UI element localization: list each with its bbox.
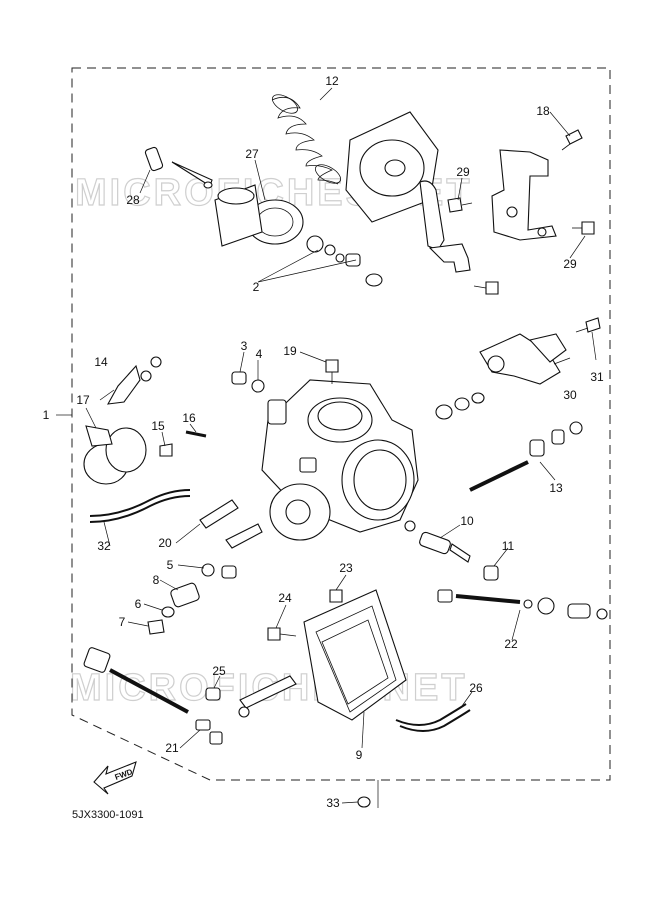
- spring-3: [231, 371, 247, 385]
- callout-9: 9: [356, 748, 363, 762]
- callout-31: 31: [590, 370, 604, 384]
- bolt-small: [473, 281, 499, 295]
- callout-21: 21: [165, 741, 179, 755]
- fitting-14: [106, 356, 162, 405]
- callout-20: 20: [158, 536, 172, 550]
- clip-bracket: [419, 180, 471, 273]
- diagram-code: 5JX3300-1091: [72, 809, 144, 821]
- assembly-boundary: [71, 67, 611, 781]
- callout-25: 25: [212, 664, 226, 678]
- idle-screw-22: [437, 589, 608, 620]
- callout-labels: 12 27 28 2 18 29 29 30 31 1 14 17 15 16 …: [43, 74, 604, 810]
- throttle-bracket: [491, 149, 557, 241]
- callout-32: 32: [97, 539, 111, 553]
- callout-16: 16: [182, 411, 196, 425]
- jet-needle: [171, 161, 213, 189]
- needle-holder: [144, 146, 164, 172]
- washers-left-of-13: [435, 392, 485, 420]
- carburetor-body: [261, 379, 419, 541]
- screw-19: [325, 359, 339, 384]
- screw-15: [159, 443, 173, 457]
- callout-3: 3: [241, 339, 248, 353]
- callout-5: 5: [167, 558, 174, 572]
- callout-24: 24: [278, 591, 292, 605]
- clamp-33: [357, 796, 371, 808]
- callout-29a: 29: [456, 165, 470, 179]
- hose-26: [395, 703, 471, 732]
- callout-18: 18: [536, 104, 550, 118]
- diaphragm-piston: [214, 184, 304, 247]
- carb-top-cover: [345, 111, 439, 223]
- starter-cap: [83, 425, 147, 485]
- screw-18: [561, 129, 583, 151]
- callout-12: 12: [325, 74, 339, 88]
- oring-4: [251, 379, 265, 393]
- callout-27: 27: [245, 147, 259, 161]
- screw-23: [329, 589, 343, 603]
- callout-22: 22: [504, 637, 518, 651]
- screw-31: [575, 317, 601, 333]
- callout-13: 13: [549, 481, 563, 495]
- screw-11: [483, 565, 499, 581]
- callout-11: 11: [502, 539, 515, 553]
- callout-7: 7: [119, 615, 126, 629]
- needle-13: [469, 421, 583, 492]
- lever-25: [205, 675, 297, 718]
- throttle-position-sensor: [479, 333, 567, 385]
- callout-4: 4: [256, 347, 263, 361]
- callout-29b: 29: [563, 257, 577, 271]
- jet-parts-left: [147, 523, 263, 635]
- callout-30: 30: [563, 388, 577, 402]
- float-chamber: [303, 589, 407, 721]
- screw-29a: [447, 197, 473, 213]
- spring-part: [271, 94, 342, 185]
- pilot-screw-20: [199, 499, 239, 529]
- callout-26: 26: [469, 681, 483, 695]
- callout-10: 10: [460, 514, 474, 528]
- callout-2: 2: [253, 280, 260, 294]
- callout-33: 33: [326, 796, 340, 810]
- spring-10: [404, 520, 471, 563]
- screw-29b: [572, 221, 595, 235]
- pin-16: [185, 430, 207, 438]
- callout-14: 14: [94, 355, 108, 369]
- callout-1: 1: [43, 408, 50, 422]
- callout-28: 28: [126, 193, 140, 207]
- callout-8: 8: [153, 573, 160, 587]
- screw-24: [267, 627, 297, 641]
- leader-lines: [56, 87, 597, 808]
- small-parts-row: [306, 235, 383, 287]
- throttle-cable-21: [83, 647, 223, 745]
- callout-19: 19: [283, 344, 297, 358]
- hose-32: [89, 489, 191, 523]
- callout-23: 23: [339, 561, 353, 575]
- fwd-arrow-icon: FWD: [93, 761, 137, 795]
- callout-17: 17: [76, 393, 90, 407]
- callout-6: 6: [135, 597, 142, 611]
- callout-15: 15: [151, 419, 165, 433]
